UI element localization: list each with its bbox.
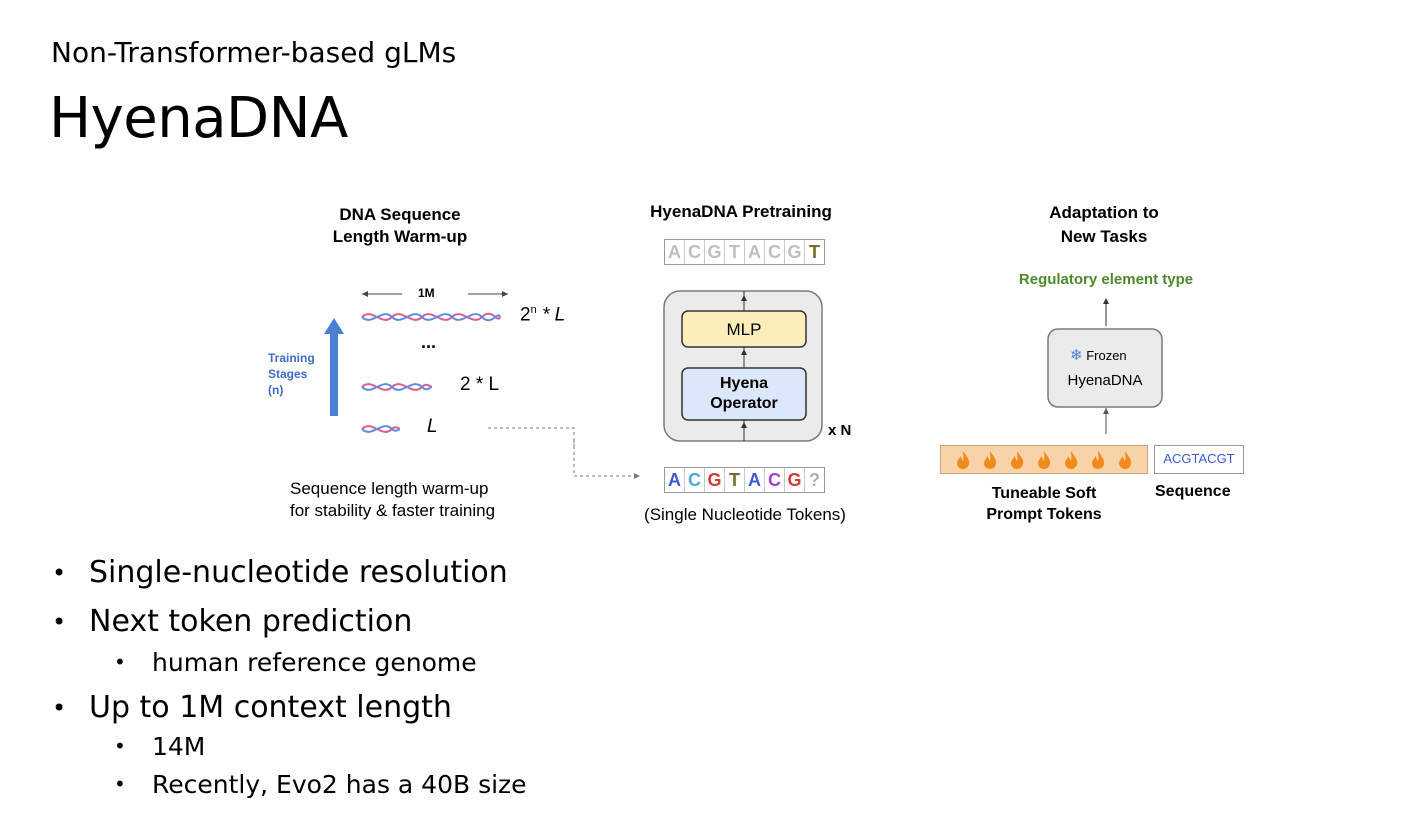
- flame-icon: [1010, 450, 1024, 469]
- ellipsis: ...: [421, 332, 437, 352]
- output-token: C: [685, 240, 705, 264]
- right-panel-title-line2: New Tasks: [1060, 227, 1148, 246]
- training-stage-arrow-shaft: [330, 332, 338, 416]
- output-token: G: [705, 240, 725, 264]
- frozen-model-label: HyenaDNA: [1067, 372, 1143, 389]
- output-token: G: [785, 240, 805, 264]
- input-token: T: [725, 468, 745, 492]
- sub-bullet-dot: •: [114, 650, 126, 674]
- sub-bullet-dot: •: [114, 772, 126, 796]
- sub-bullet-dot: •: [114, 734, 126, 758]
- output-token-row: A C G T A C G T: [664, 239, 825, 265]
- snowflake-icon: ❄: [1070, 347, 1083, 364]
- middle-panel-title: HyenaDNA Pretraining: [650, 202, 832, 221]
- sequence-box: ACGTACGT: [1154, 445, 1244, 474]
- soft-prompt-label-line2: Prompt Tokens: [986, 506, 1102, 523]
- dashed-connector: [488, 427, 575, 450]
- soft-prompt-tokens-box: [940, 445, 1148, 474]
- warmup-caption-line2: for stability & faster training: [290, 501, 496, 520]
- slide-title: HyenaDNA: [49, 86, 348, 151]
- flame-icon: [983, 450, 996, 469]
- flame-icon: [1065, 450, 1078, 469]
- frozen-label-row: ❄ Frozen: [1070, 346, 1127, 364]
- warmup-caption: Sequence length warm-up for stability & …: [290, 478, 495, 522]
- length-top-base: 2: [520, 304, 531, 326]
- sequence-text: ACGTACGT: [1163, 451, 1235, 466]
- length-top-label: 2n * L: [520, 304, 565, 326]
- output-token: A: [665, 240, 685, 264]
- bullet-dot: •: [52, 608, 67, 636]
- warmup-diagram: [324, 291, 575, 450]
- input-token: C: [765, 468, 785, 492]
- flame-icon: [1037, 450, 1051, 469]
- training-label-line1: Training: [268, 351, 315, 365]
- right-panel-title: Adaptation to New Tasks: [1004, 201, 1204, 249]
- dna-helix-long-icon: [361, 312, 501, 322]
- sequence-label: Sequence: [1155, 483, 1231, 500]
- length-mid-label: 2 * L: [460, 374, 500, 395]
- flame-icon: [956, 450, 969, 469]
- training-label-line2: Stages: [268, 367, 308, 381]
- length-top-rest: * L: [536, 304, 566, 326]
- regulatory-element-label: Regulatory element type: [1018, 271, 1194, 288]
- mlp-label: MLP: [726, 320, 762, 339]
- sub-bullet-item: human reference genome: [152, 648, 477, 677]
- dashed-connector-end: [573, 440, 640, 479]
- left-panel-title-line1: DNA Sequence: [339, 205, 461, 224]
- length-top-exponent: n: [530, 304, 537, 316]
- input-token: A: [745, 468, 765, 492]
- left-panel-title: DNA Sequence Length Warm-up: [300, 204, 500, 248]
- input-token-row: A C G T A C G ?: [664, 467, 825, 493]
- frozen-model-box: [1047, 328, 1163, 408]
- dna-helix-medium-icon: [361, 383, 433, 391]
- output-token: T: [725, 240, 745, 264]
- frozen-label: Frozen: [1086, 348, 1127, 363]
- flame-icon: [1119, 450, 1132, 469]
- slide-subtitle: Non-Transformer-based gLMs: [51, 36, 457, 69]
- frozen-model-block: [1047, 298, 1163, 434]
- bullet-item: Next token prediction: [89, 604, 413, 639]
- soft-prompt-label: Tuneable Soft Prompt Tokens: [944, 483, 1144, 525]
- bullet-item: Single-nucleotide resolution: [89, 555, 508, 590]
- bullet-item: Up to 1M context length: [89, 690, 452, 725]
- repeat-label: x N: [828, 422, 852, 439]
- training-label-line3: (n): [268, 383, 284, 397]
- training-stages-label: Training Stages (n): [268, 350, 315, 398]
- training-stage-arrow-head: [324, 318, 344, 334]
- sub-bullet-item: Recently, Evo2 has a 40B size: [152, 770, 527, 799]
- model-block: [663, 290, 823, 442]
- input-token: C: [685, 468, 705, 492]
- output-token-predicted: T: [809, 242, 820, 262]
- right-panel-title-line1: Adaptation to: [1049, 203, 1159, 222]
- flame-icon: [1092, 450, 1105, 469]
- warmup-caption-line1: Sequence length warm-up: [290, 479, 489, 498]
- sub-bullet-item: 14M: [152, 732, 206, 761]
- bullet-dot: •: [52, 559, 67, 587]
- left-arrow-head: [362, 291, 368, 297]
- right-arrow-head: [502, 291, 508, 297]
- input-token: A: [665, 468, 685, 492]
- scale-1m-label: 1M: [418, 286, 435, 300]
- single-nucleotide-caption: (Single Nucleotide Tokens): [644, 505, 846, 524]
- hyena-label-line2: Operator: [710, 395, 778, 412]
- hyena-label-line1: Hyena: [719, 375, 769, 392]
- output-token: A: [745, 240, 765, 264]
- bullet-dot: •: [52, 694, 67, 722]
- length-bottom-label: L: [427, 416, 438, 437]
- input-token: G: [705, 468, 725, 492]
- input-token-unknown: ?: [809, 470, 820, 490]
- dna-helix-short-icon: [361, 425, 401, 433]
- soft-prompt-label-line1: Tuneable Soft: [991, 485, 1097, 502]
- hyena-operator-label: Hyena Operator: [682, 374, 806, 414]
- output-token: C: [765, 240, 785, 264]
- left-panel-title-line2: Length Warm-up: [332, 227, 468, 246]
- input-token: G: [785, 468, 805, 492]
